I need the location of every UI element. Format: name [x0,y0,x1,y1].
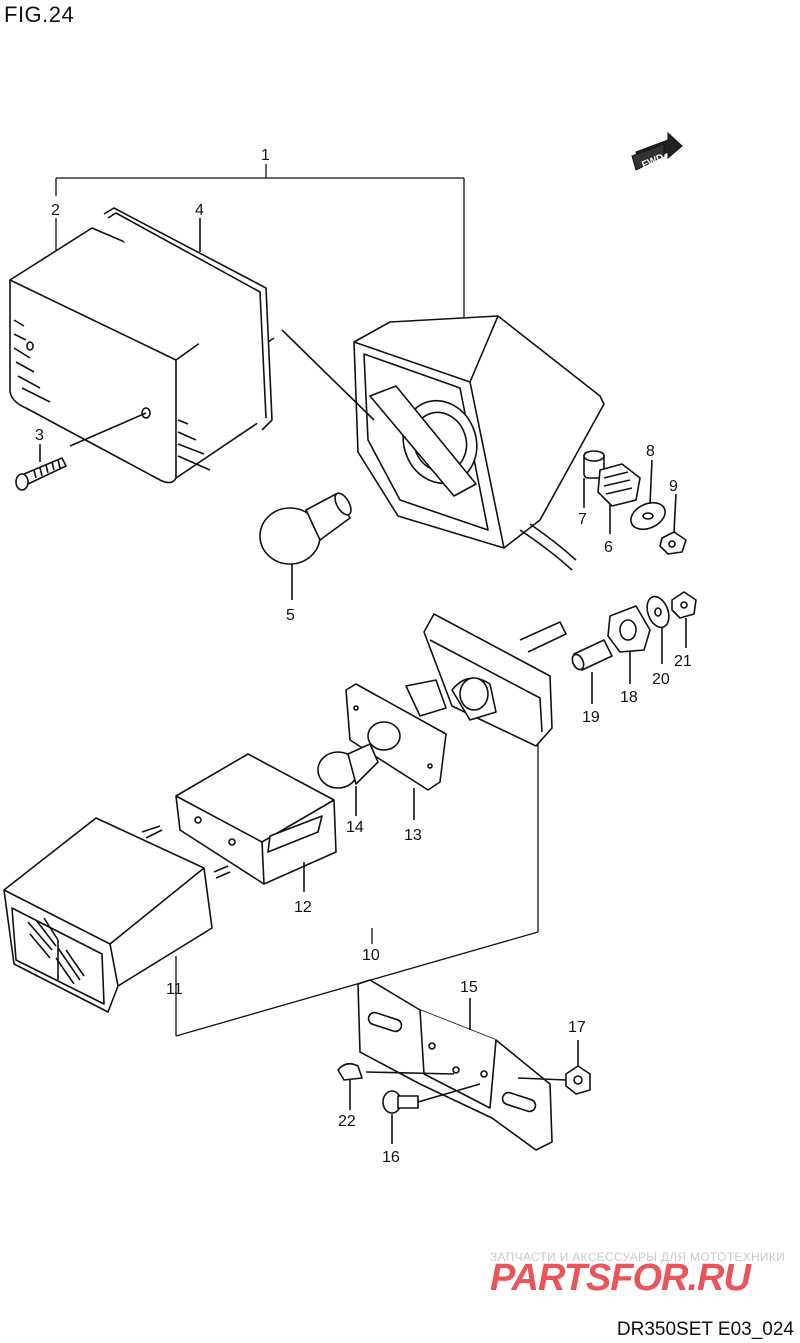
grommet-part-18 [607,605,651,684]
callout-19: 19 [582,709,600,726]
bracket-10 [175,744,539,1037]
callout-4: 4 [195,202,204,219]
callout-11: 11 [166,981,183,998]
callout-10: 10 [362,947,380,964]
tail-light-housing-part-1 [267,315,605,571]
callout-17: 17 [568,1019,586,1036]
watermark-logo: PARTSFOR.RU [490,1257,752,1299]
lens-gasket-part-4 [103,207,273,431]
bolt-part-16 [382,1083,481,1144]
screw-part-3 [15,412,147,491]
callout-7: 7 [578,511,587,528]
nut-part-9 [659,493,687,555]
fwd-arrow-icon: FWD [631,131,683,171]
callout-13: 13 [404,827,422,844]
callout-15: 15 [460,979,478,996]
callout-12: 12 [294,899,312,916]
cap-part-22 [337,1062,455,1110]
figure-title: FIG.24 [4,2,75,27]
small-bulb-part-14 [317,743,379,816]
callout-14: 14 [346,819,364,836]
callout-5: 5 [286,607,295,624]
callout-20: 20 [652,671,670,688]
lamp-plate-part-13 [345,683,447,820]
callout-16: 16 [382,1149,400,1166]
callout-8: 8 [646,443,655,460]
partsfor-logo: PARTSFOR.RU [490,1257,753,1299]
lamp-base-part-10 [405,613,567,747]
callout-6: 6 [604,539,613,556]
washer-part-20 [646,595,670,664]
callout-2: 2 [51,202,60,219]
bulb-part-5 [259,492,352,600]
bracket-1 [55,164,465,325]
socket-part-6-7 [583,450,641,534]
watermark-tagline: ЗАПЧАСТИ И АКСЕССУАРЫ ДЛЯ МОТОТЕХНИКИ [490,1250,786,1264]
callout-3: 3 [35,427,44,444]
diagram-code: DR350SET E03_024 [616,1319,794,1340]
spacer-part-19 [571,639,613,704]
callout-9: 9 [669,478,678,495]
callout-21: 21 [674,653,692,670]
callout-22: 22 [338,1113,356,1130]
reflector-part-12 [175,753,337,892]
rear-lens-part-11 [3,817,231,1013]
washer-part-8 [630,459,666,531]
nut-part-21 [671,591,697,648]
nut-part-17 [517,1040,591,1095]
callout-18: 18 [620,689,638,706]
callout-1: 1 [261,147,270,164]
license-bracket-part-15 [357,979,553,1151]
